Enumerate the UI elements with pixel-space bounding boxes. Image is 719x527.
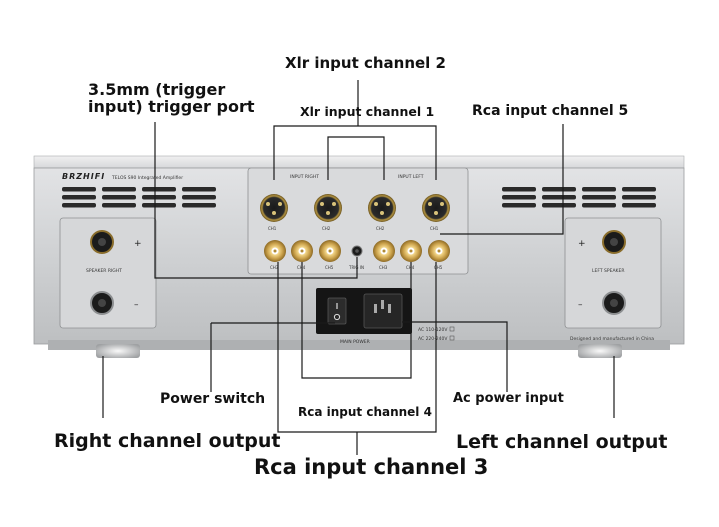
right-foot — [96, 344, 140, 358]
left-speaker-panel — [564, 217, 662, 329]
xlr-connector[interactable] — [260, 194, 288, 222]
power-switch[interactable] — [327, 297, 347, 325]
label-rca-input-5: Rca input channel 5 — [472, 103, 629, 119]
vent-slots-right — [502, 187, 656, 208]
xlr-connector[interactable] — [422, 194, 450, 222]
leader-rca4 — [301, 262, 412, 379]
plus-sign: + — [134, 239, 142, 249]
leader-xlr2 — [273, 125, 437, 180]
plus-sign: + — [578, 239, 586, 249]
made-in-label: Designed and manufactured in China — [570, 336, 654, 342]
label-right-channel-output: Right channel output — [54, 430, 281, 452]
vent-slots-left — [62, 187, 216, 208]
ac-220-label: AC 220-240V — [418, 336, 448, 342]
rca-connector[interactable] — [400, 240, 422, 262]
leader-xlr1 — [327, 136, 385, 180]
speaker-terminal[interactable] — [602, 230, 626, 254]
label-xlr-input-2: Xlr input channel 2 — [285, 54, 446, 72]
rca-connector[interactable] — [319, 240, 341, 262]
speaker-right-label: SPEAKER RIGHT — [86, 268, 122, 274]
rca-channel-label: CH3 — [270, 265, 279, 270]
xlr-channel-label: CH1 — [268, 226, 277, 231]
label-rca-input-4: Rca input channel 4 — [298, 405, 432, 419]
ac-power-socket[interactable] — [363, 293, 403, 329]
trigger-jack[interactable] — [351, 245, 363, 257]
rca-connector[interactable] — [428, 240, 450, 262]
brand-logo: BRZHIFI — [62, 172, 105, 181]
rca-channel-label: CH5 — [325, 265, 334, 270]
label-ac-power-input: Ac power input — [453, 391, 564, 406]
annotation-leader-lines — [102, 80, 615, 455]
rca-channel-label: CH3 — [379, 265, 388, 270]
rca-channel-label: CH5 — [434, 265, 443, 270]
model-name: TELOS S90 Integrated Amplifier — [111, 175, 183, 181]
leader-trigger — [154, 122, 358, 279]
speaker-terminal[interactable] — [602, 291, 626, 315]
label-trigger-port: 3.5mm (trigger input) trigger port — [88, 80, 255, 116]
leader-ac-input — [402, 321, 508, 392]
input-right-label: INPUT RIGHT — [290, 174, 319, 180]
speaker-terminal[interactable] — [90, 291, 114, 315]
main-power-label: MAIN POWER — [340, 339, 370, 345]
voltage-checkbox — [449, 335, 455, 341]
rca-connector[interactable] — [291, 240, 313, 262]
right-speaker-panel — [59, 217, 157, 329]
xlr-channel-label: CH2 — [322, 226, 331, 231]
voltage-checkbox — [449, 326, 455, 332]
rca-connector[interactable] — [373, 240, 395, 262]
minus-sign: – — [578, 300, 583, 310]
trig-in-label: TRIG IN — [348, 265, 364, 270]
xlr-connector[interactable] — [368, 194, 396, 222]
minus-sign: – — [134, 300, 139, 310]
label-power-switch: Power switch — [160, 391, 266, 407]
speaker-left-label: LEFT SPEAKER — [592, 268, 624, 274]
label-left-channel-output: Left channel output — [456, 431, 668, 453]
ac-110-label: AC 110-120V — [418, 327, 448, 333]
input-left-label: INPUT LEFT — [398, 174, 424, 180]
left-foot — [578, 344, 622, 358]
speaker-terminal[interactable] — [90, 230, 114, 254]
xlr-channel-label: CH1 — [430, 226, 439, 231]
xlr-channel-label: CH2 — [376, 226, 385, 231]
xlr-connector[interactable] — [314, 194, 342, 222]
leader-rca5 — [440, 124, 564, 235]
rca-connector[interactable] — [264, 240, 286, 262]
label-rca-input-3: Rca input channel 3 — [254, 455, 489, 479]
label-xlr-input-1: Xlr input channel 1 — [300, 104, 435, 119]
